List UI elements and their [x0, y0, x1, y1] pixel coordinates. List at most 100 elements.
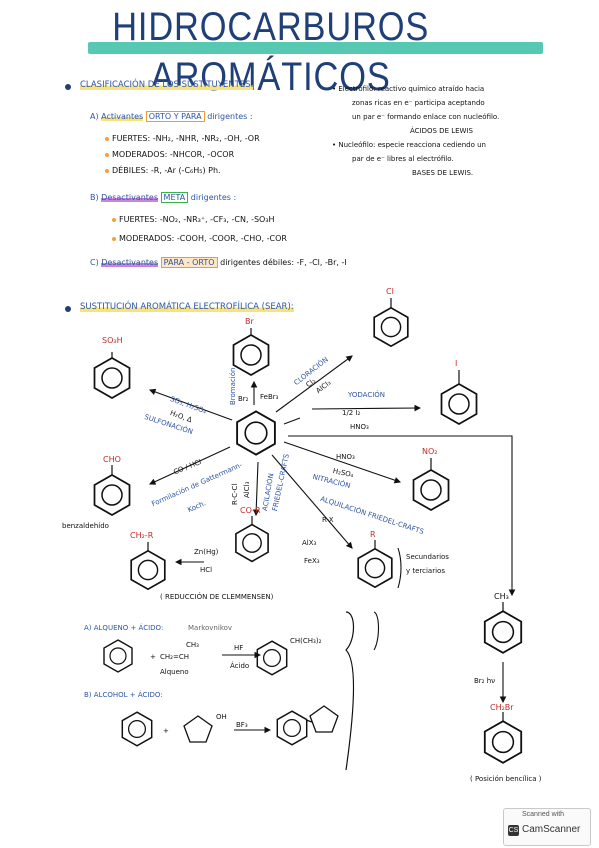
label-terciarios: y terciarios [406, 567, 445, 575]
bullet-dot [65, 306, 71, 312]
activantes-label: Activantes [101, 112, 144, 121]
ring-cor [235, 523, 269, 563]
label-bf3: BF₃ [236, 721, 248, 729]
activantes-fuertes-text: FUERTES: -NH₂, -NHR, -NR₂, -OH, -OR [112, 134, 260, 143]
cyclopentanol-ring [183, 715, 213, 743]
orto-para-box: ORTO Y PARA [145, 111, 205, 122]
label-cl: Cl [386, 287, 394, 296]
c-prefix: C) [90, 258, 99, 267]
c-suffix: dirigentes débiles: -F, -Cl, -Br, -I [220, 258, 347, 267]
ring-so3h [93, 357, 131, 399]
sear-heading: SUSTITUCIÓN AROMÁTICA ELECTROFÍLICA (SEA… [80, 302, 294, 312]
alcohol-acido-title: B) ALCOHOL + ÁCIDO: [84, 691, 163, 699]
ring-cumene [256, 640, 288, 676]
label-plus-b: + [163, 727, 169, 735]
activantes-suffix: dirigentes : [207, 112, 253, 121]
camscanner-badge: Scanned with CS CamScanner [503, 808, 591, 846]
desactivantes-suffix: dirigentes : [190, 193, 237, 202]
label-ch2br: CH₂Br [490, 703, 514, 712]
page-title: HIDROCARBUROS AROMÁTICOS [112, 5, 430, 99]
c-label: Desactivantes [101, 258, 159, 267]
alqueno-acido-title: A) ALQUENO + ÁCIDO: [84, 624, 164, 632]
ring-r [357, 547, 393, 589]
activantes-debiles: DÉBILES: -R, -Ar (-C₆H₅) Ph. [105, 166, 221, 176]
label-cumene-product: CH(CH₃)₂ [290, 637, 322, 645]
label-plus-a: + [150, 653, 156, 661]
label-alqueno: Alqueno [160, 668, 189, 676]
activantes-debiles-text: DÉBILES: -R, -Ar (-C₆H₅) Ph. [112, 166, 221, 175]
title-highlight [88, 42, 543, 54]
label-no2: NO₂ [422, 447, 438, 456]
desactivantes-label: Desactivantes [101, 193, 158, 202]
ring-ch3 [483, 610, 523, 654]
ring-benzene-a [103, 639, 133, 673]
central-benzene [236, 410, 276, 456]
activantes-line: A) Activantes ORTO Y PARA dirigentes : [90, 111, 253, 122]
activantes-moderados-text: MODERADOS: -NHCOR, -OCOR [112, 150, 235, 159]
label-hno3-i: HNO₃ [350, 423, 369, 431]
label-ch3-a: CH₃ [186, 641, 199, 649]
cyclopentyl-ring [309, 705, 339, 733]
label-febr3: FeBr₃ [260, 393, 279, 401]
label-i: I [455, 359, 458, 368]
electrofilo-line-3: un par e⁻ formando enlace con nucleófilo… [352, 113, 500, 121]
label-ch3: CH₃ [494, 592, 509, 601]
bullet-dot [65, 84, 71, 90]
label-r: R [370, 530, 376, 539]
label-posicion: ( Posición bencílica ) [470, 775, 542, 783]
ring-cho [93, 474, 131, 516]
ring-i [440, 383, 478, 425]
label-br: Br [245, 317, 254, 326]
label-i2: 1/2 I₂ [342, 409, 361, 417]
scanner-line-1: Scanned with [522, 811, 565, 818]
activantes-fuertes: FUERTES: -NH₂, -NHR, -NR₂, -OH, -OR [105, 134, 260, 144]
label-yodacion: YODACIÓN [348, 391, 386, 399]
label-rx: R-X [322, 516, 334, 524]
activantes-prefix: A) [90, 112, 99, 121]
label-bromacion: Bromación [229, 367, 237, 405]
nucleofilo-line-1: • Nucleófilo: especie reacciona cediendo… [332, 141, 486, 149]
label-benzaldehido: benzaldehído [62, 522, 109, 530]
activantes-moderados: MODERADOS: -NHCOR, -OCOR [105, 150, 234, 160]
desactivantes-line: B) Desactivantes META dirigentes : [90, 192, 237, 203]
electrofilo-line-4: ÁCIDOS DE LEWIS [410, 127, 473, 135]
label-znhg: Zn(Hg) [194, 548, 219, 556]
ring-ch2r [130, 549, 166, 591]
label-alqueno-formula: CH₂=CH [160, 653, 189, 661]
label-secundarios: Secundarios [406, 553, 449, 561]
para-orto-box: PARA - ORTO [160, 257, 218, 268]
ring-ch2br [483, 720, 523, 764]
clasificacion-heading: CLASIFICACIÓN DE LOS SUSTITUYENTES. [80, 80, 254, 90]
label-alx3: AlX₃ [302, 539, 317, 547]
label-clemmensen: ( REDUCCIÓN DE CLEMMENSEN) [160, 593, 274, 601]
label-acido: Ácido [230, 662, 250, 670]
nucleofilo-line-2: par de e⁻ libres al electrófilo. [352, 155, 454, 163]
electrofilo-line-1: • Electrófilo: reactivo químico atraído … [332, 85, 485, 93]
ring-benzene-b [121, 711, 153, 747]
label-oh: OH [216, 713, 227, 721]
nucleofilo-line-3: BASES DE LEWIS. [412, 169, 474, 177]
label-cho: CHO [103, 455, 121, 464]
label-br2: Br₂ [238, 395, 249, 403]
desactivantes-fuertes: FUERTES: -NO₂, -NR₃⁺, -CF₃, -CN, -SO₃H [112, 215, 275, 225]
desactivantes-prefix: B) [90, 193, 99, 202]
scanner-line-2: CamScanner [522, 824, 581, 835]
label-cor: CO-R [240, 506, 261, 515]
ring-cyclopentylbenzene [276, 710, 308, 746]
desactivantes-debiles-line: C) Desactivantes PARA - ORTO dirigentes … [90, 257, 347, 268]
label-hno3: HNO₃ [336, 453, 355, 461]
label-markovnikov: Markovnikov [188, 624, 233, 632]
camscanner-icon: CS [508, 825, 519, 836]
label-alcl3-b: AlCl₃ [243, 481, 251, 498]
label-hcl: HCl [200, 566, 213, 574]
ring-no2 [412, 469, 450, 511]
label-br2-hv: Br₂ hν [474, 677, 496, 685]
desactivantes-moderados-text: MODERADOS: -COOH, -COOR, -CHO, -COR [119, 234, 287, 243]
label-ch2r: CH₂-R [130, 531, 154, 540]
ring-br [232, 334, 270, 376]
label-rcocl: R-C-Cl [231, 483, 239, 505]
label-so3h: SO₃H [102, 336, 123, 345]
desactivantes-fuertes-text: FUERTES: -NO₂, -NR₃⁺, -CF₃, -CN, -SO₃H [119, 215, 275, 224]
meta-box: META [160, 192, 189, 203]
